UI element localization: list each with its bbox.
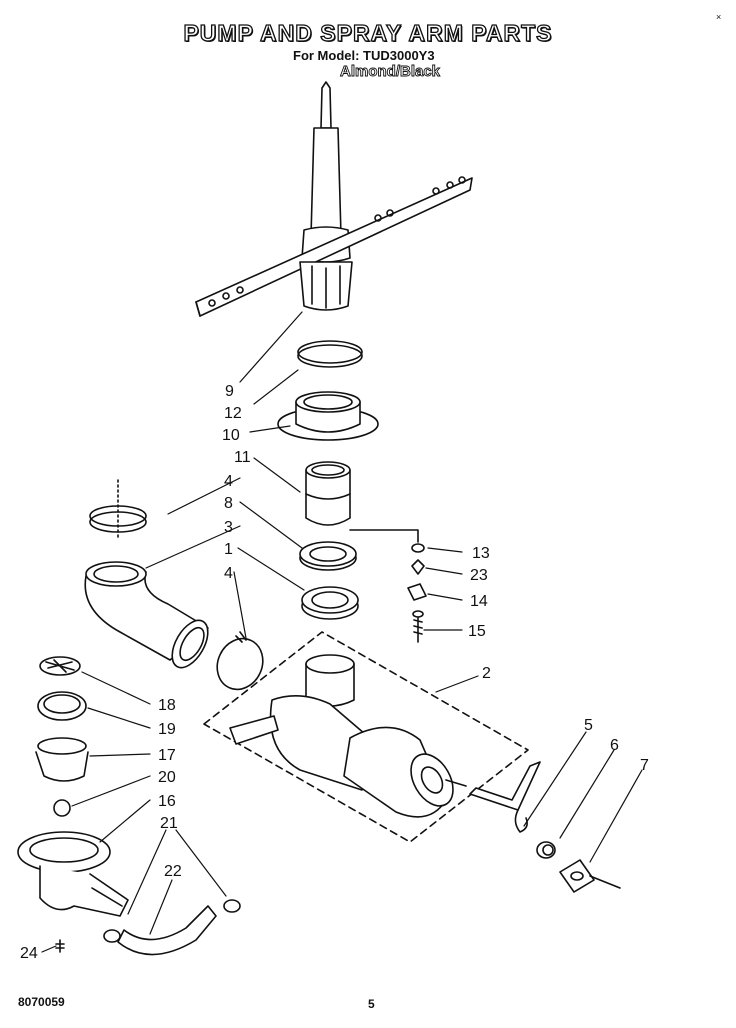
callout-4-lower: 4 — [224, 565, 233, 582]
callout-3: 3 — [224, 519, 233, 536]
callout-11: 11 — [234, 449, 251, 466]
clamp-part-lower — [216, 631, 264, 691]
drain-housing-part — [17, 831, 129, 917]
callout-16: 16 — [158, 793, 176, 810]
reference-code: 8070059 — [18, 995, 65, 1009]
callout-15: 15 — [468, 623, 486, 640]
split-ring-part — [297, 340, 363, 368]
small-fastener-parts — [349, 529, 427, 643]
leader-lines — [41, 311, 643, 953]
callout-7: 7 — [640, 757, 649, 774]
callout-8: 8 — [224, 495, 233, 512]
hose-clamp-parts — [103, 899, 241, 943]
pump-motor-part — [203, 631, 529, 843]
callout-5: 5 — [584, 717, 593, 734]
callout-13: 13 — [472, 545, 490, 562]
bracket-part — [469, 761, 541, 833]
callout-9: 9 — [225, 383, 234, 400]
ring-part-8 — [299, 541, 357, 571]
drain-hose-part — [117, 905, 217, 956]
callout-6: 6 — [610, 737, 619, 754]
callout-24: 24 — [20, 945, 38, 962]
tube-part — [305, 461, 351, 526]
callout-21: 21 — [160, 815, 178, 832]
corner-mark: × — [716, 12, 722, 22]
callout-1: 1 — [224, 541, 233, 558]
callout-23: 23 — [470, 567, 488, 584]
model-line: For Model: TUD3000Y3 — [293, 48, 435, 63]
spray-arm-part — [195, 81, 473, 317]
callout-19: 19 — [158, 721, 176, 738]
callout-18: 18 — [158, 697, 176, 714]
check-ball-part — [53, 799, 71, 817]
screw-part — [55, 939, 65, 953]
grommet-part — [536, 841, 556, 859]
color-line: Almond/Black — [340, 63, 441, 81]
callout-20: 20 — [158, 769, 176, 786]
elbow-hose-part — [84, 561, 209, 669]
callout-10: 10 — [222, 427, 240, 444]
clamp-part-upper — [89, 479, 147, 541]
housing-part — [277, 391, 379, 441]
callout-labels: 9 12 10 11 4 8 3 1 4 13 23 14 15 2 18 19… — [20, 383, 649, 962]
callout-14: 14 — [470, 593, 488, 610]
filter-cup-part — [35, 737, 89, 782]
page-title: PUMP AND SPRAY ARM PARTS — [183, 19, 553, 46]
page-number: 5 — [368, 997, 375, 1011]
ring-part-1 — [301, 586, 359, 620]
callout-17: 17 — [158, 747, 176, 764]
gasket-part — [37, 691, 87, 721]
callout-4-upper: 4 — [224, 473, 233, 490]
callout-12: 12 — [224, 405, 242, 422]
gasket-plate-part — [559, 859, 621, 893]
callout-22: 22 — [164, 863, 182, 880]
callout-2: 2 — [482, 665, 491, 682]
filter-screen-part — [39, 656, 81, 676]
